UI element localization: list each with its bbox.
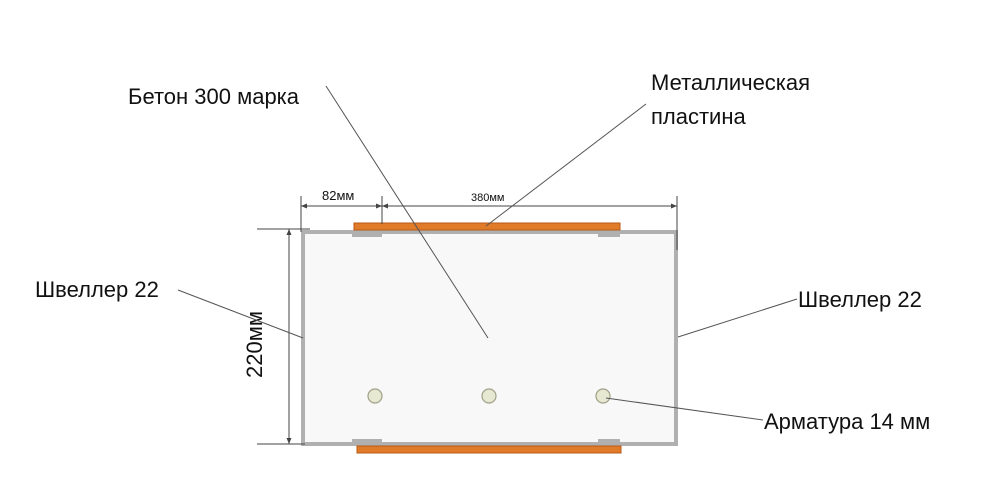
label-channel-right: Швеллер 22	[798, 287, 922, 312]
concrete-body	[304, 232, 676, 444]
leader-plate	[485, 103, 647, 227]
label-plate-line1: Металлическая	[651, 70, 810, 95]
channel-top-left-lip	[352, 230, 382, 237]
dimension-220mm-label: 220мм	[242, 311, 267, 378]
channel-top-right-lip	[598, 230, 620, 237]
dimension-width	[300, 196, 678, 250]
leader-channel-right	[677, 298, 798, 338]
rebar-circle	[367, 388, 383, 404]
label-channel-left: Швеллер 22	[35, 277, 159, 302]
rebar-circle	[595, 388, 611, 404]
label-rebar: Арматура 14 мм	[764, 409, 930, 434]
metal-plate-top	[353, 222, 621, 231]
leader-channel-left	[177, 289, 304, 339]
rebar-group	[367, 388, 611, 404]
dimension-height	[257, 228, 310, 445]
channel-bottom-left-lip	[352, 439, 382, 446]
dimension-82mm-label: 82мм	[322, 188, 354, 203]
rebar-circle	[481, 388, 497, 404]
channel-bottom-flange	[301, 442, 678, 446]
label-concrete: Бетон 300 марка	[128, 84, 300, 109]
channel-bottom-right-lip	[598, 439, 620, 446]
leader-rebar	[605, 397, 764, 421]
channel-top-flange	[301, 230, 678, 234]
dimension-380mm-label: 380мм	[471, 192, 504, 204]
label-plate-line2: пластина	[651, 104, 747, 129]
channel-right-wall	[674, 230, 678, 446]
leader-concrete	[325, 85, 489, 339]
metal-plate-bottom	[356, 445, 622, 454]
